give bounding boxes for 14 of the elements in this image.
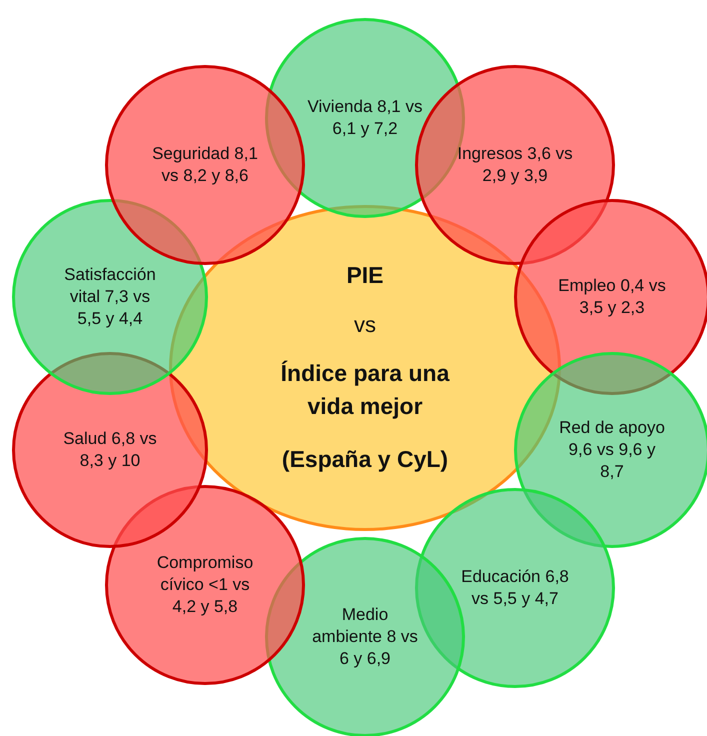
title-text: (España y CyL): [282, 445, 448, 474]
title-text: Índice para una vida mejor: [280, 358, 450, 421]
indicator-label: Educación 6,8 vs 5,5 y 4,7: [460, 566, 570, 610]
indicator-label: Compromiso cívico <1 vs 4,2 y 5,8: [156, 552, 254, 618]
versus-text: vs: [354, 310, 376, 339]
indicator-label: Red de apoyo 9,6 vs 9,6 y 8,7: [558, 416, 666, 484]
indicator-label: Satisfacción vital 7,3 vs 5,5 y 4,4: [63, 264, 157, 330]
indicator-label: Seguridad 8,1 vs 8,2 y 8,6: [151, 142, 259, 187]
indicator-label: Medio ambiente 8 vs 6 y 6,9: [311, 604, 419, 670]
indicator-label: Salud 6,8 vs 8,3 y 10: [62, 428, 158, 472]
indicator-label: Vivienda 8,1 vs 6,1 y 7,2: [306, 96, 424, 140]
title-text: PIE: [346, 261, 384, 290]
indicator-label: Ingresos 3,6 vs 2,9 y 3,9: [456, 142, 574, 187]
indicator-label: Empleo 0,4 vs 3,5 y 2,3: [557, 274, 667, 319]
